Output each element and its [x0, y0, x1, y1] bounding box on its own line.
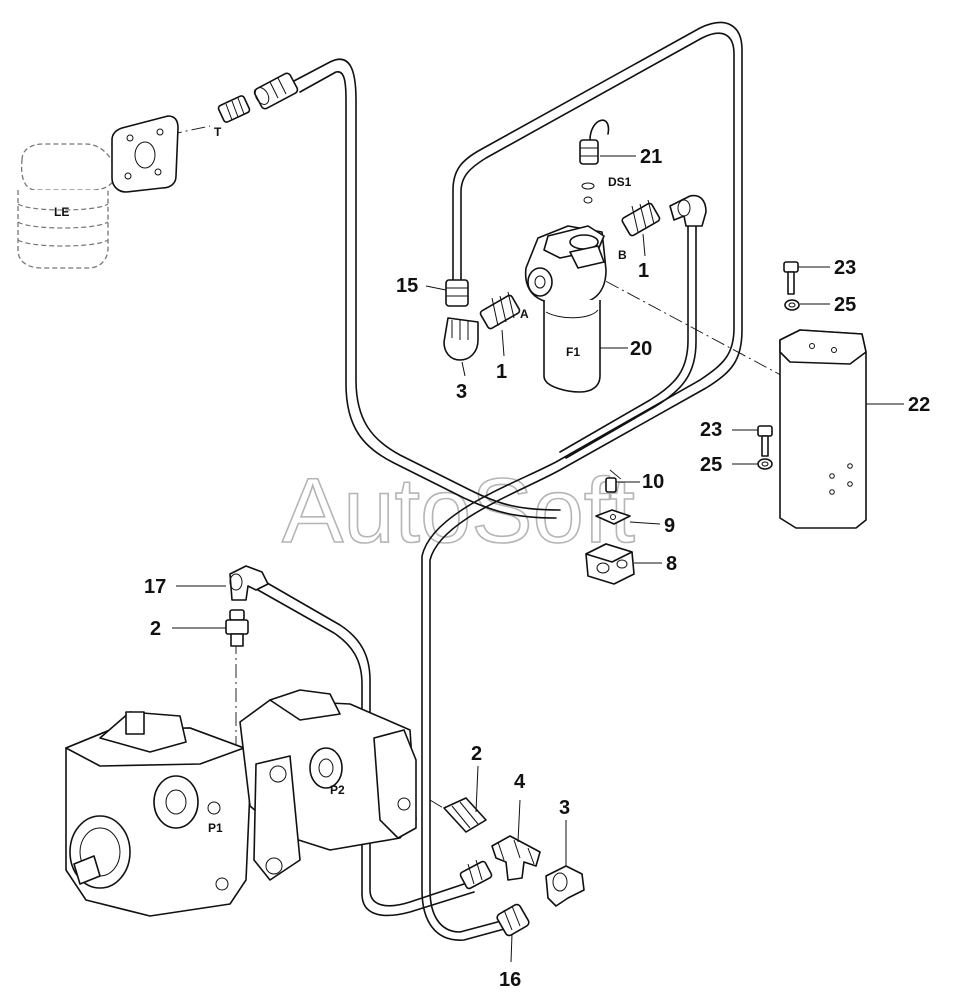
- part-9-plate: 9: [595, 509, 675, 537]
- label-ds1: DS1: [608, 175, 632, 189]
- fitting-t: T: [214, 95, 251, 139]
- watermark-text: AutoSoft: [282, 460, 635, 562]
- bolt-23-top: 23: [783, 257, 856, 295]
- callout-2-right: 2: [471, 743, 482, 765]
- label-p1: P1: [208, 821, 223, 835]
- label-t: T: [214, 125, 222, 139]
- label-a: A: [520, 307, 529, 321]
- callout-23-top: 23: [834, 257, 856, 279]
- part-3-elbow-upper: 3: [443, 317, 479, 403]
- washer-25-mid: 25: [700, 454, 773, 476]
- main-hose-lines: [257, 21, 743, 941]
- callout-20: 20: [630, 338, 652, 360]
- callout-22: 22: [908, 394, 930, 416]
- reservoir-le: LE: [17, 143, 117, 269]
- part-1-adapter-b: B 1: [618, 199, 661, 282]
- part-2-fitting-left: 2: [150, 609, 249, 647]
- filter-f1-assembly: F1 20: [524, 225, 652, 393]
- callout-23-mid: 23: [700, 419, 722, 441]
- part-8-clamp: 8: [585, 543, 677, 585]
- callout-3-upper: 3: [456, 381, 467, 403]
- callout-17: 17: [144, 576, 166, 598]
- callout-3-lower: 3: [559, 797, 570, 819]
- part-16-hose-fitting: 16: [496, 903, 530, 991]
- part-10-screw: 10: [605, 471, 664, 493]
- callout-16: 16: [499, 969, 521, 991]
- callout-1-upper: 1: [638, 260, 649, 282]
- hose-end-lower: [459, 859, 493, 890]
- callout-15: 15: [396, 275, 418, 297]
- pump-p1: P1: [65, 711, 251, 917]
- hose-end-top: [253, 72, 299, 110]
- label-b: B: [618, 248, 627, 262]
- part-2-fitting-right: 2: [443, 743, 487, 833]
- flange-plate: [111, 115, 179, 193]
- part-17-elbow: 17: [144, 565, 269, 601]
- pump-p2: P2: [239, 689, 417, 881]
- callout-4: 4: [514, 771, 526, 793]
- callout-25-mid: 25: [700, 454, 722, 476]
- sensor-ds1: 21 DS1: [579, 119, 662, 204]
- washer-25-top: 25: [784, 294, 856, 316]
- callout-9: 9: [664, 515, 675, 537]
- part-3-elbow-lower: 3: [545, 797, 585, 907]
- part-4-tee: 4: [491, 771, 541, 881]
- label-f1: F1: [566, 345, 580, 359]
- label-le: LE: [54, 205, 69, 219]
- callout-25-top: 25: [834, 294, 856, 316]
- part-15-hose-fitting: 15: [396, 275, 469, 307]
- bolt-23-mid: 23: [700, 419, 773, 457]
- callout-2-left: 2: [150, 618, 161, 640]
- part-1-adapter-a: A 1: [479, 291, 529, 383]
- hose-elbow-right: [669, 194, 707, 227]
- callout-10: 10: [642, 471, 664, 493]
- label-p2: P2: [330, 783, 345, 797]
- bracket-22: 22: [779, 329, 930, 529]
- callout-8: 8: [666, 553, 677, 575]
- callout-1-lower: 1: [496, 361, 507, 383]
- callout-21: 21: [640, 146, 662, 168]
